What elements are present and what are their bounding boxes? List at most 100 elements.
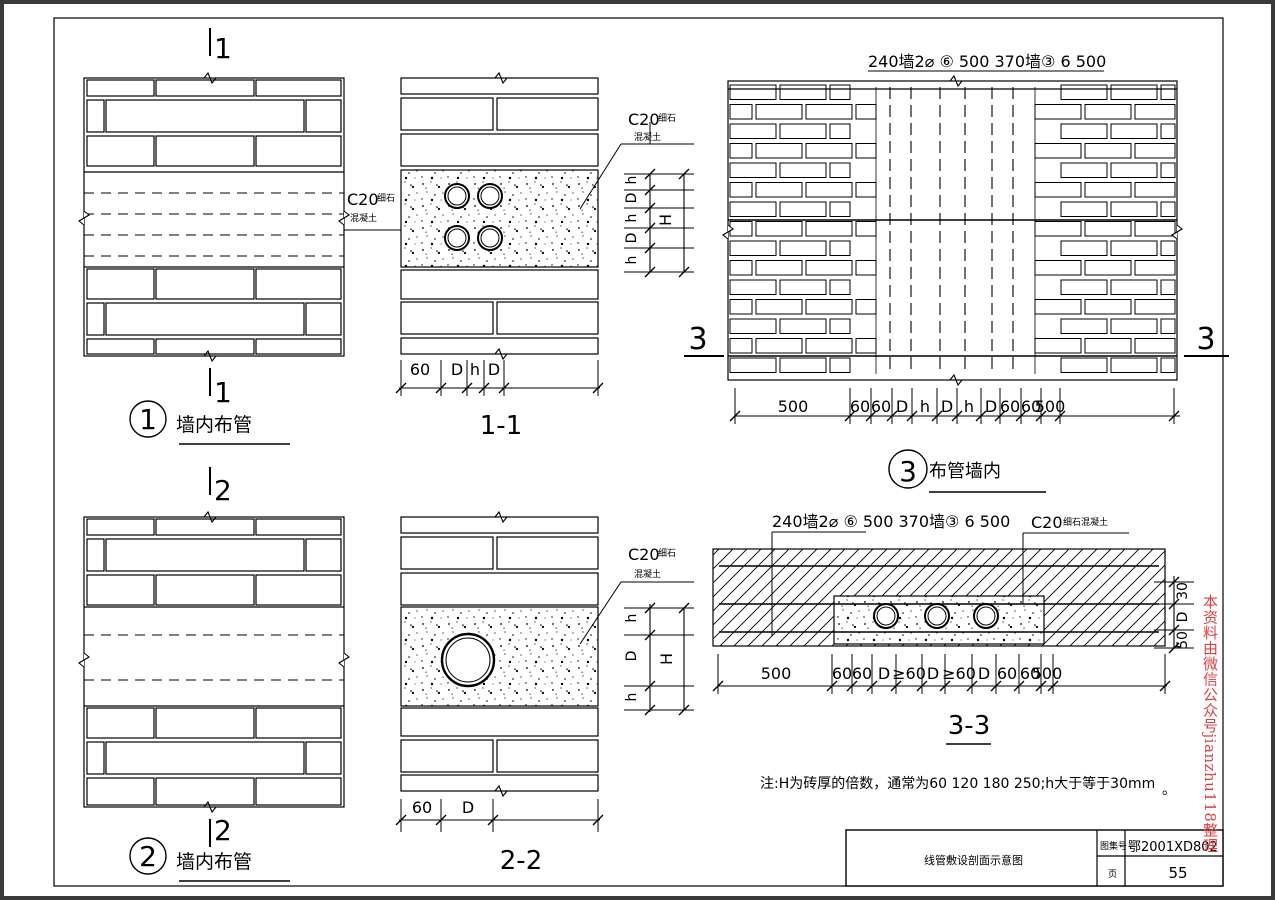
pipe-circle	[477, 183, 503, 209]
pipe-inner	[976, 606, 996, 626]
brick	[779, 357, 827, 373]
brick-course	[400, 707, 599, 737]
line	[975, 410, 987, 422]
section-mark-2-bottom: 2	[214, 814, 232, 847]
brick	[1060, 279, 1108, 295]
detail-number-circle	[129, 400, 167, 438]
brick	[1084, 260, 1132, 276]
s22-dim-60: 60	[412, 798, 432, 817]
brick	[1084, 221, 1132, 237]
line	[487, 814, 499, 826]
brick	[729, 318, 777, 334]
pipe-inner	[480, 228, 500, 248]
brick	[155, 777, 255, 806]
brick	[105, 741, 305, 775]
brick-course	[400, 77, 599, 95]
line	[1054, 410, 1066, 422]
line	[644, 222, 656, 234]
brick	[779, 240, 827, 256]
brick	[1084, 143, 1132, 159]
brick	[496, 301, 599, 335]
detail-2-title: 墙内布管	[176, 851, 252, 873]
pipe-inner	[447, 186, 467, 206]
line	[644, 184, 656, 196]
brick	[1034, 299, 1082, 315]
line	[990, 680, 1002, 692]
detail-1-number: 1	[139, 403, 157, 436]
brick	[755, 143, 803, 159]
brick	[855, 338, 877, 354]
brick	[1084, 104, 1132, 120]
elev3-dim-label: 500	[778, 397, 809, 416]
pipe-circle	[973, 603, 999, 629]
brick	[829, 162, 851, 178]
elev3-dim-label: 60	[1021, 397, 1041, 416]
line	[890, 680, 902, 692]
line	[678, 704, 690, 716]
titleblock-page-value: 55	[1168, 864, 1187, 882]
brick	[1060, 162, 1108, 178]
pipe-circle	[444, 183, 470, 209]
line	[994, 410, 1006, 422]
brick	[1160, 357, 1176, 373]
brick	[779, 318, 827, 334]
break-mark	[203, 349, 217, 363]
section-3-3-title: 3-3	[948, 711, 990, 741]
line	[906, 410, 918, 422]
elev3-dim-label: D	[896, 397, 908, 416]
section-1-1	[395, 71, 694, 396]
brick	[86, 741, 105, 775]
brick	[855, 299, 877, 315]
s11-v-h3: h	[624, 256, 640, 265]
pipe-inner	[927, 606, 947, 626]
note-label-text: 注:	[760, 776, 779, 792]
s11-v-D1: D	[624, 193, 640, 204]
line	[966, 680, 978, 692]
concrete-fill	[400, 606, 599, 707]
line	[644, 680, 656, 692]
brick	[805, 143, 853, 159]
brick	[155, 338, 255, 355]
s33-right-50: 50	[1175, 631, 1191, 649]
brick	[1060, 84, 1108, 100]
line	[644, 629, 656, 641]
s11-v-h1: h	[624, 176, 640, 185]
break-mark	[494, 347, 508, 361]
line	[1168, 624, 1180, 636]
line	[678, 168, 690, 180]
brick	[1084, 299, 1132, 315]
s11-dim-60: 60	[410, 360, 430, 379]
brick	[255, 707, 342, 739]
brick	[729, 260, 753, 276]
brick	[86, 777, 155, 806]
break-mark	[494, 71, 508, 85]
s11-vertical-dims: h D h D h H	[624, 176, 675, 265]
brick	[729, 123, 777, 139]
brick	[729, 299, 753, 315]
line	[729, 410, 741, 422]
brick	[855, 143, 877, 159]
brick	[805, 221, 853, 237]
line	[712, 680, 724, 692]
brick	[305, 302, 342, 336]
brick	[805, 104, 853, 120]
brick	[729, 338, 753, 354]
brick	[86, 79, 155, 97]
line	[1035, 680, 1047, 692]
titleblock-atlas-value: 鄂2001XD802	[1128, 840, 1218, 855]
leader-line	[579, 143, 622, 210]
brick	[755, 182, 803, 198]
brick	[86, 135, 155, 167]
pipe-circle	[440, 632, 496, 688]
brick	[1034, 338, 1082, 354]
brick	[1110, 279, 1158, 295]
line	[592, 382, 604, 394]
note-label: 注:H为砖厚的倍数，通常为60 120 180 250;h大于等于30mm	[760, 775, 1155, 792]
brick	[779, 162, 827, 178]
s33-dim-label: 60	[997, 664, 1017, 683]
line	[865, 410, 877, 422]
line	[931, 410, 943, 422]
s11-v-H: H	[656, 214, 675, 226]
